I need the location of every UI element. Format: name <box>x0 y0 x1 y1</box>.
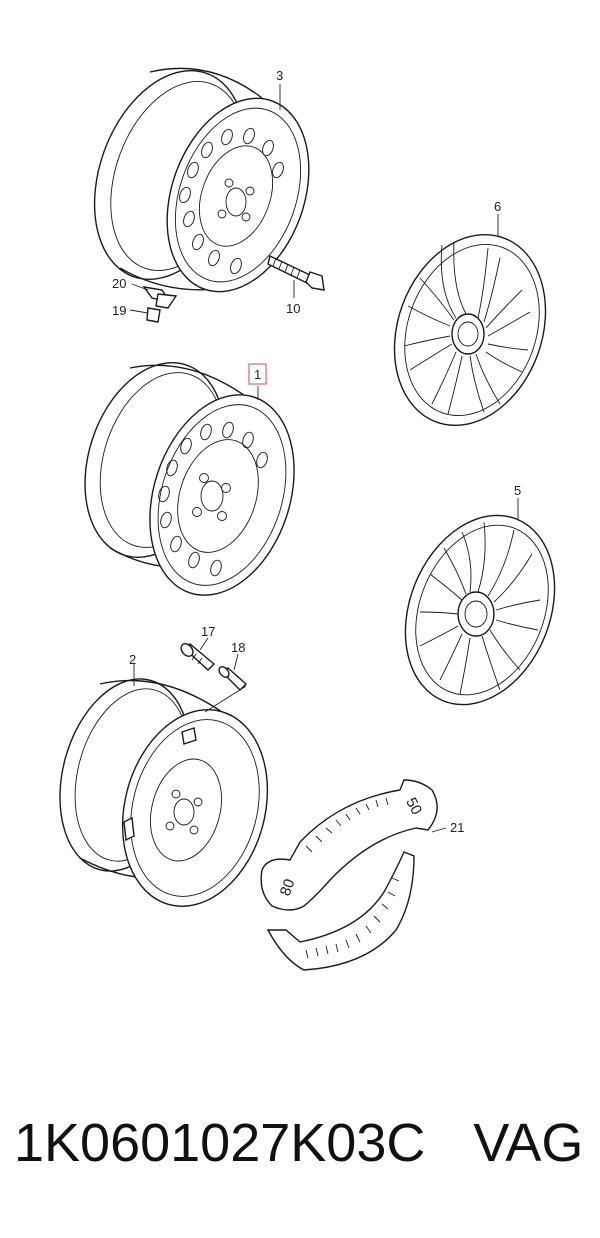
parts-exploded-diagram: 80 50 3 6 1 5 2 17 18 10 20 19 21 <box>59 67 556 971</box>
steel-wheel-2 <box>59 678 269 907</box>
part-number: 1K0601027K03C <box>14 1113 426 1173</box>
callout-17[interactable]: 17 <box>201 624 215 639</box>
callout-1[interactable]: 1 <box>254 367 261 382</box>
callout-2[interactable]: 2 <box>129 652 136 667</box>
tire-valve-17 <box>180 643 216 671</box>
steel-wheel-3 <box>93 67 310 293</box>
balance-weight-20 <box>142 286 178 309</box>
wheel-cover-6 <box>393 233 547 427</box>
wheel-bolt-10 <box>267 255 325 291</box>
callout-5[interactable]: 5 <box>514 483 521 498</box>
part-caption: 1K0601027K03C VAG <box>14 1112 594 1182</box>
scale-label-50: 50 <box>402 795 425 818</box>
wheel-cover-5 <box>404 514 556 706</box>
callout-3[interactable]: 3 <box>276 68 283 83</box>
callout-6[interactable]: 6 <box>494 199 501 214</box>
balance-weight-19 <box>146 307 161 323</box>
callout-21[interactable]: 21 <box>450 820 464 835</box>
scale-label-80: 80 <box>277 877 299 898</box>
measuring-gauge-21: 80 50 <box>260 779 438 971</box>
callout-10[interactable]: 10 <box>286 301 300 316</box>
callout-18[interactable]: 18 <box>231 640 245 655</box>
callout-19[interactable]: 19 <box>112 303 126 318</box>
callout-1-highlight <box>248 363 267 385</box>
callout-leaders <box>129 84 519 833</box>
brand-label: VAG <box>473 1113 584 1173</box>
tire-valve-18 <box>218 666 248 691</box>
steel-wheel-1 <box>84 362 295 596</box>
callout-20[interactable]: 20 <box>112 276 126 291</box>
